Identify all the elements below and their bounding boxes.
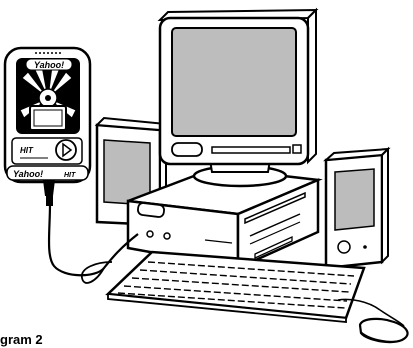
diagram-caption: gram 2 <box>0 332 43 348</box>
device-brand-bottom: Yahoo! <box>13 169 43 179</box>
right-speaker <box>326 149 388 268</box>
monitor <box>160 10 316 186</box>
device-brand-top: Yahoo! <box>34 60 64 70</box>
device-model-label: HIT <box>20 146 34 155</box>
device-model-bottom: HIT <box>64 172 76 179</box>
handheld-device: Yahoo! HIT Yahoo! HIT <box>5 48 90 206</box>
